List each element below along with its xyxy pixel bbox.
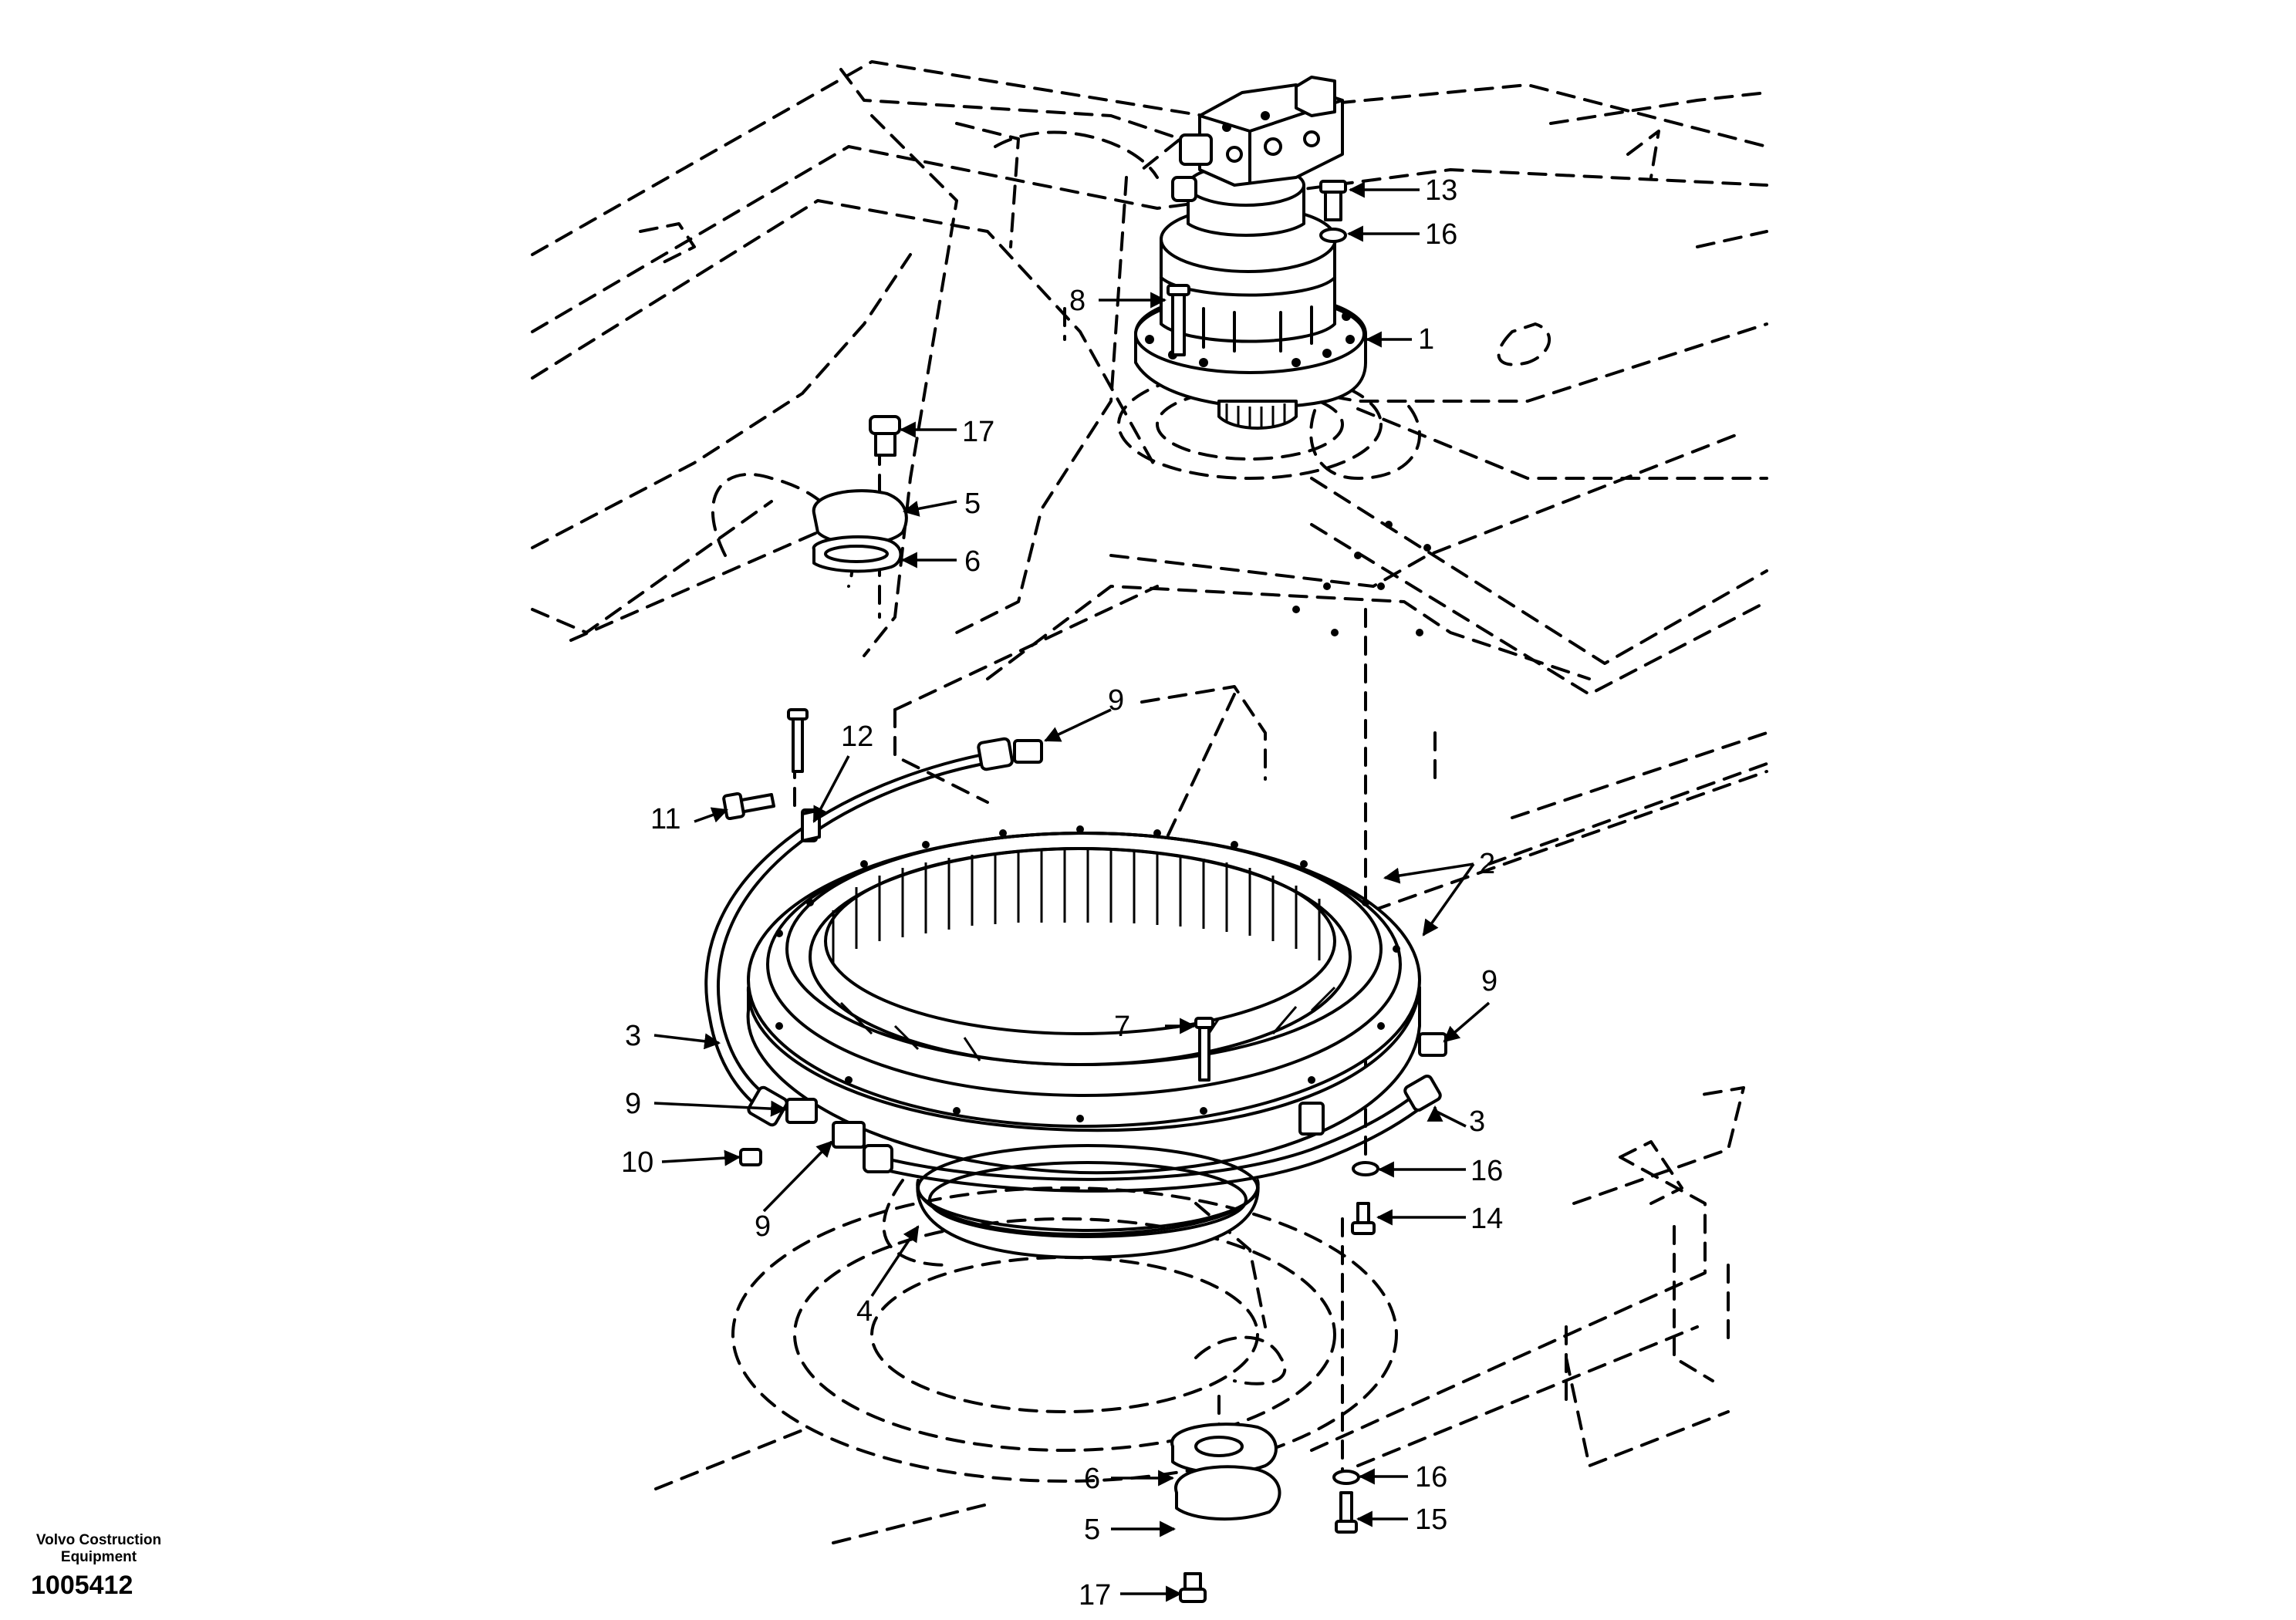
callout-3-right: 3 [1469, 1105, 1485, 1138]
callout-16-top: 16 [1425, 218, 1457, 251]
callout-8: 8 [1069, 285, 1086, 317]
callout-leaders [653, 181, 1491, 1602]
callout-labels: 13 16 8 1 17 5 6 9 12 11 2 9 7 3 3 9 16 … [621, 174, 1503, 1612]
callout-3-left: 3 [625, 1020, 641, 1052]
callout-9-left: 9 [625, 1088, 641, 1120]
lower-frame-outline [654, 1086, 1745, 1544]
callout-11: 11 [650, 803, 680, 835]
callout-15: 15 [1415, 1504, 1447, 1536]
swing-bearing-ring [746, 808, 1421, 1175]
callout-10: 10 [621, 1146, 653, 1179]
callout-5-top: 5 [964, 488, 981, 520]
grease-hoses [704, 737, 1442, 1193]
swing-ring-seal [916, 1144, 1260, 1259]
swing-motor [1134, 76, 1367, 430]
callout-9-top: 9 [1108, 684, 1124, 717]
callout-5-bottom: 5 [1084, 1514, 1100, 1546]
callout-16-right: 16 [1470, 1155, 1503, 1187]
callout-17-bottom: 17 [1079, 1579, 1111, 1612]
callout-14: 14 [1470, 1203, 1503, 1235]
callout-7: 7 [1114, 1011, 1130, 1043]
callout-13: 13 [1425, 174, 1457, 207]
manufacturer-line-2: Equipment [60, 1549, 137, 1565]
callout-9-bottom: 9 [755, 1210, 771, 1243]
callout-6-top: 6 [964, 545, 981, 578]
manufacturer-label: Volvo Costruction Equipment [14, 1532, 184, 1566]
callout-16-bottom: 16 [1415, 1461, 1447, 1493]
upper-frame-outline [531, 60, 1768, 1004]
callout-1: 1 [1418, 323, 1434, 356]
callout-12: 12 [841, 721, 873, 753]
drawing-number: 1005412 [31, 1571, 133, 1600]
callout-4: 4 [856, 1295, 873, 1328]
callout-17-top: 17 [962, 416, 994, 448]
callout-6-bottom: 6 [1084, 1463, 1100, 1495]
callout-2: 2 [1479, 848, 1495, 880]
callout-9-right: 9 [1481, 965, 1497, 997]
hardware-parts [722, 180, 1447, 1603]
manufacturer-line-1: Volvo Costruction [35, 1532, 162, 1548]
